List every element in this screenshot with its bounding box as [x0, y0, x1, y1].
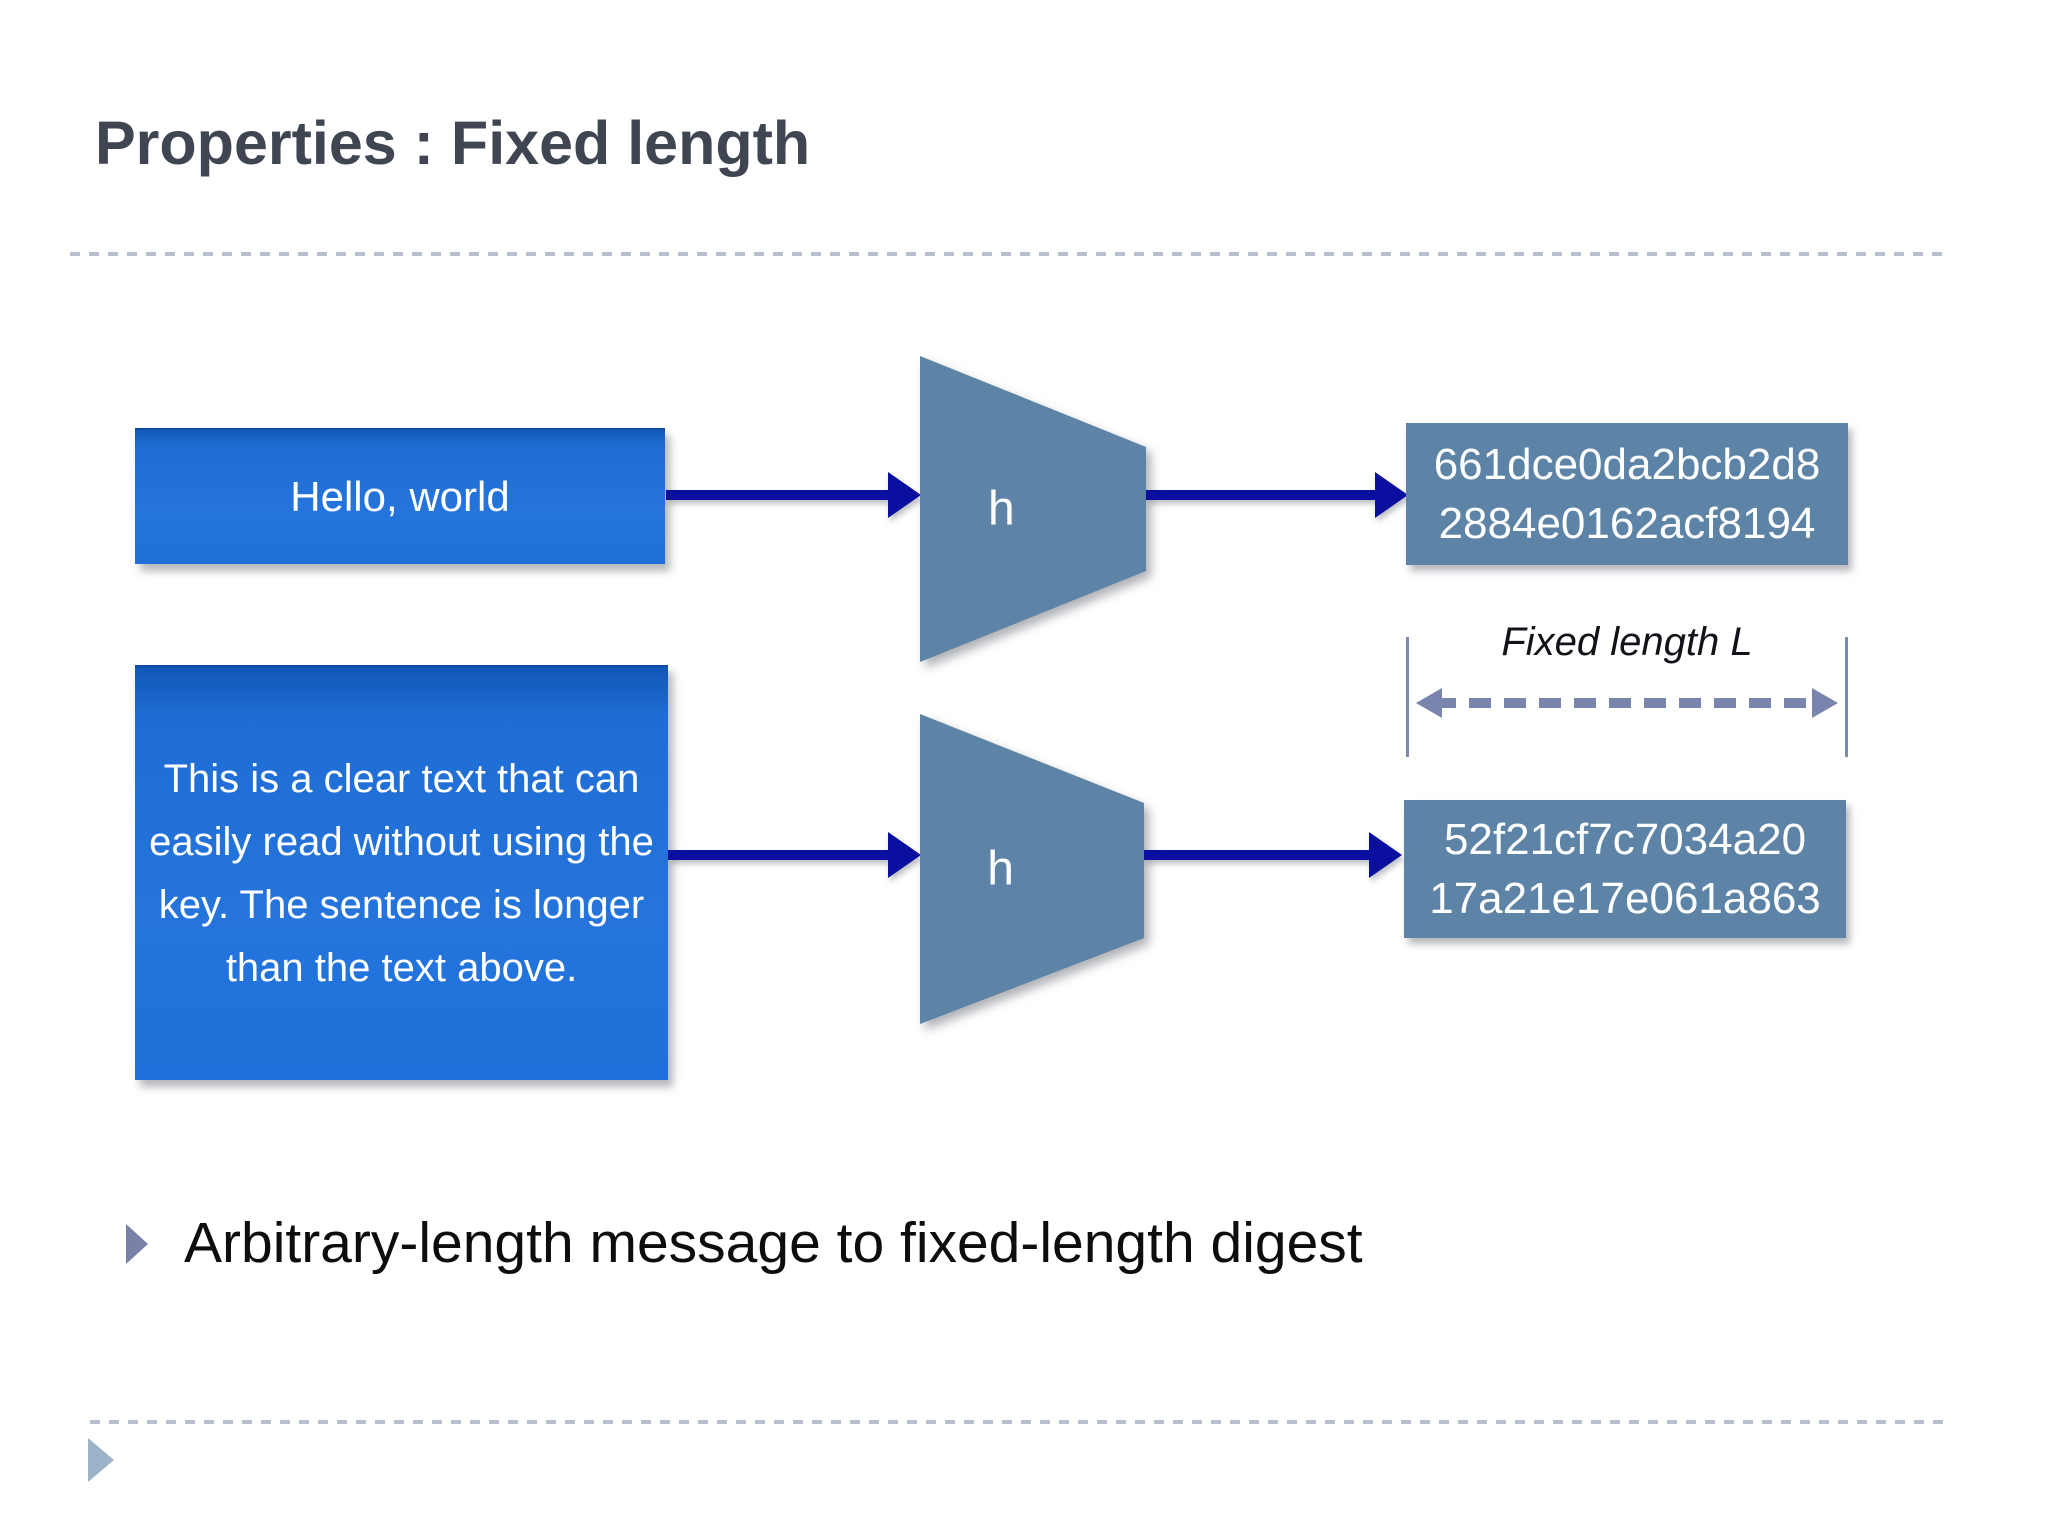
- digest-box-2: 52f21cf7c7034a20 17a21e17e061a863: [1404, 800, 1846, 938]
- funnel-shape-icon: [920, 356, 1146, 662]
- fixed-length-bound-right: [1845, 637, 1848, 757]
- arrow-right-icon: [668, 832, 921, 878]
- message-box-long: This is a clear text that can easily rea…: [135, 665, 668, 1080]
- arrow-head-right: [1812, 688, 1838, 718]
- arrow-shaft: [1144, 850, 1371, 860]
- bullet-arrow-icon: [126, 1224, 148, 1264]
- message-text-long: This is a clear text that can easily rea…: [149, 756, 654, 990]
- arrow-shaft: [666, 490, 890, 500]
- digest-box-1: 661dce0da2bcb2d8 2884e0162acf8194: [1406, 423, 1848, 565]
- arrow-head: [1369, 832, 1402, 878]
- dashed-line: [1434, 698, 1820, 708]
- arrow-shaft: [1146, 490, 1377, 500]
- message-box-short: Hello, world: [135, 428, 665, 564]
- page-title: Properties : Fixed length: [95, 109, 811, 177]
- arrow-shaft: [668, 850, 890, 860]
- arrow-right-icon: [1144, 832, 1402, 878]
- digest-line: 52f21cf7c7034a20: [1443, 815, 1807, 864]
- double-headed-dashed-arrow-icon: [1416, 688, 1838, 718]
- corner-arrow-icon: [88, 1438, 114, 1482]
- hash-function-label: h: [988, 482, 1015, 536]
- digest-line: 661dce0da2bcb2d8: [1433, 440, 1821, 489]
- message-text-short: Hello, world: [290, 473, 510, 520]
- arrow-right-icon: [666, 472, 921, 518]
- fixed-length-label: Fixed length L: [1501, 620, 1753, 664]
- arrow-head: [888, 472, 921, 518]
- fixed-length-bound-left: [1406, 637, 1409, 757]
- funnel-shape-icon: [920, 714, 1144, 1024]
- digest-line: 17a21e17e061a863: [1429, 874, 1821, 923]
- title-divider: [70, 252, 1945, 256]
- hash-function-funnel-1: h: [920, 356, 1146, 662]
- hash-function-funnel-2: h: [920, 714, 1144, 1024]
- digest-line: 2884e0162acf8194: [1438, 499, 1816, 548]
- bullet-text: Arbitrary-length message to fixed-length…: [184, 1211, 1363, 1275]
- footer-divider: [90, 1420, 1946, 1424]
- arrow-right-icon: [1146, 472, 1408, 518]
- arrow-head: [888, 832, 921, 878]
- hash-function-label: h: [987, 842, 1014, 896]
- arrow-head: [1375, 472, 1408, 518]
